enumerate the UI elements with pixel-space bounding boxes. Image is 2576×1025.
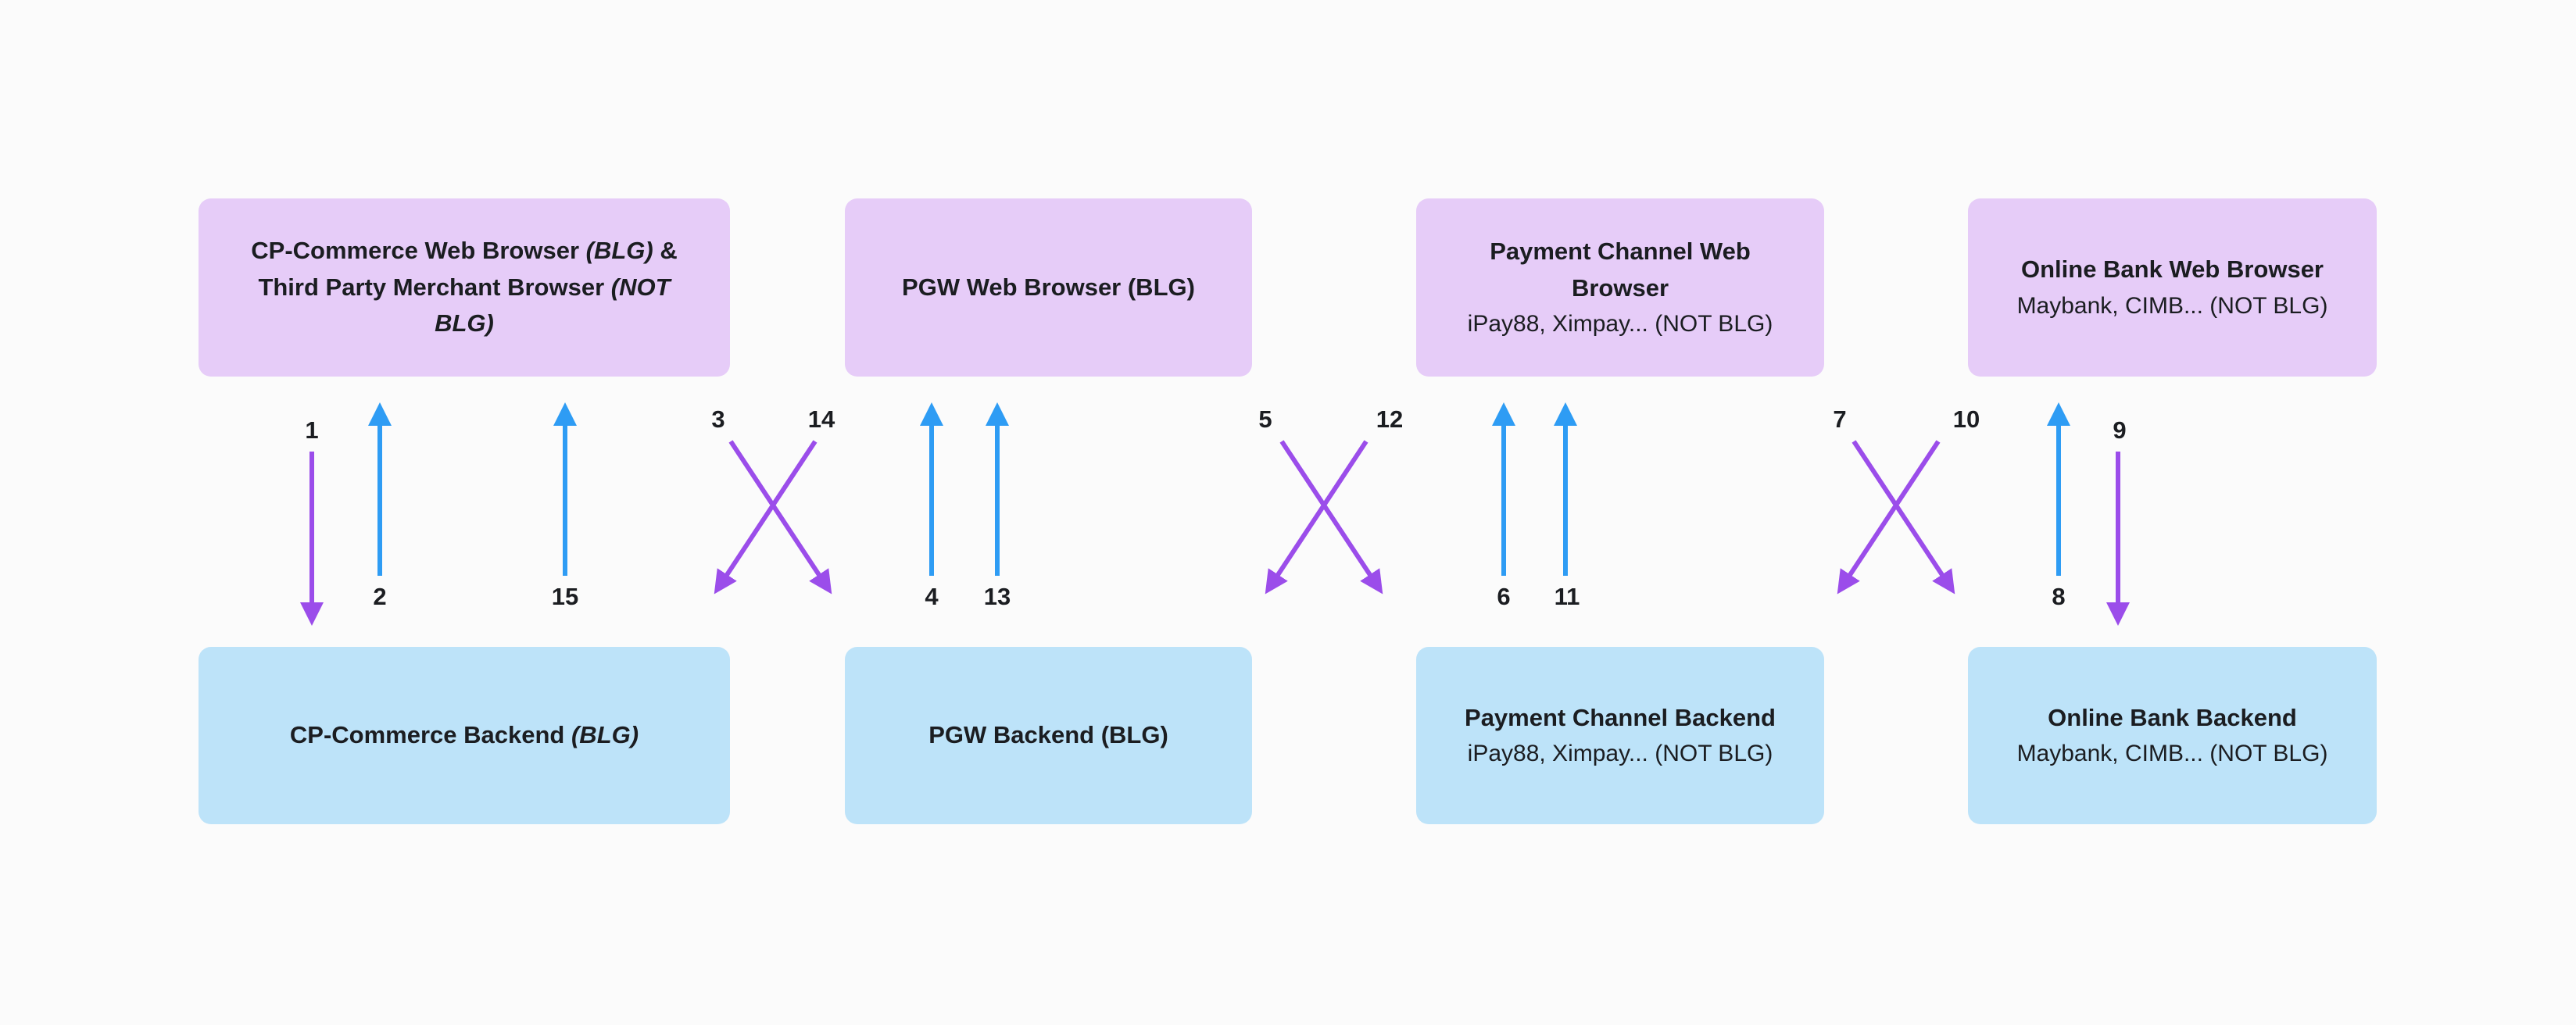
box-cp-commerce-backend: CP-Commerce Backend (BLG) [199,647,730,824]
box-title: PGW Backend (BLG) [928,721,1168,749]
box-online-bank-backend: Online Bank Backend Maybank, CIMB... (NO… [1968,647,2377,824]
arrow-label-3: 3 [711,405,725,433]
arrow-7 [1852,440,1955,595]
box-subtitle: iPay88, Ximpay... (NOT BLG) [1467,311,1773,337]
box-cp-commerce-web-browser: CP-Commerce Web Browser (BLG) & Third Pa… [199,198,730,377]
arrow-label-15: 15 [551,583,579,610]
box-subtitle: iPay88, Ximpay... (NOT BLG) [1467,741,1773,767]
arrow-14 [714,440,818,595]
box-subtitle: Maybank, CIMB... (NOT BLG) [2016,741,2328,767]
box-title: Online Bank Web Browser [2020,255,2324,284]
box-online-bank-web-browser: Online Bank Web Browser Maybank, CIMB...… [1968,198,2377,377]
arrow-3 [728,440,832,595]
box-title: CP-Commerce Web Browser (BLG) & Third Pa… [251,237,678,338]
box-title: Payment Channel Web Browser [1490,238,1751,302]
arrow-label-10: 10 [1952,405,1980,433]
arrow-label-11: 11 [1554,583,1580,610]
box-payment-channel-backend: Payment Channel Backend iPay88, Ximpay..… [1416,647,1824,824]
arrow-label-2: 2 [373,583,387,610]
arrow-5 [1279,440,1383,595]
arrow-label-13: 13 [983,583,1011,610]
arrow-label-12: 12 [1376,405,1404,433]
arrow-10 [1837,440,1941,595]
box-subtitle: Maybank, CIMB... (NOT BLG) [2016,292,2328,319]
box-title: Online Bank Backend [2048,703,2297,731]
arrow-label-9: 9 [2113,416,2127,444]
box-pgw-backend: PGW Backend (BLG) [845,647,1252,824]
arrow-label-8: 8 [2052,583,2066,610]
box-payment-channel-web-browser: Payment Channel Web Browser iPay88, Ximp… [1416,198,1824,377]
arrow-label-6: 6 [1497,583,1511,610]
box-pgw-web-browser: PGW Web Browser (BLG) [845,198,1252,377]
box-title: CP-Commerce Backend (BLG) [289,721,639,749]
arrow-label-7: 7 [1833,405,1847,433]
arrow-12 [1265,440,1368,595]
box-title: PGW Web Browser (BLG) [902,273,1195,301]
arrow-label-5: 5 [1258,405,1272,433]
arrow-label-14: 14 [807,405,835,433]
box-title: Payment Channel Backend [1465,703,1776,731]
arrow-label-4: 4 [925,583,939,610]
arrow-label-1: 1 [305,416,319,444]
